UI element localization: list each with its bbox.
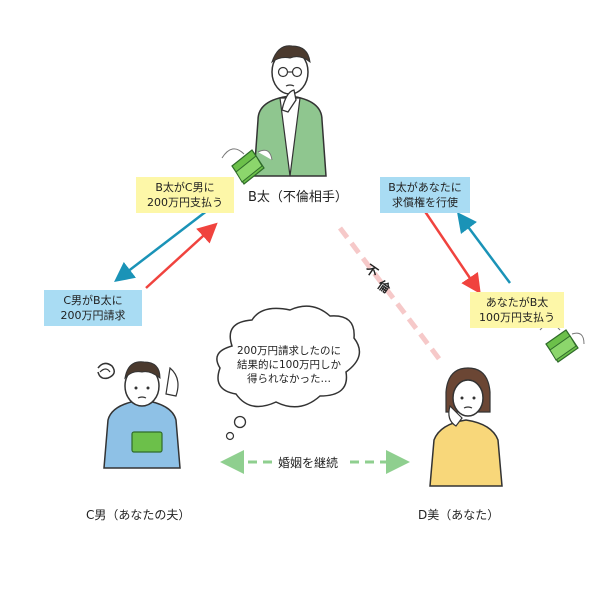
arrow-c-to-b bbox=[145, 222, 218, 289]
person-b-label: B太（不倫相手） bbox=[248, 190, 348, 205]
money-bundle-icon bbox=[221, 148, 273, 185]
box-c-claims-b: C男がB太に 200万円請求 bbox=[44, 290, 142, 326]
thought-line2: 結果的に100万円しか bbox=[236, 359, 342, 371]
box-b-pays-c-line1: B太がC男に bbox=[155, 181, 215, 194]
thought-line1: 200万円請求したのに bbox=[236, 345, 342, 357]
person-b-figure bbox=[253, 45, 327, 177]
box-c-claims-b-line2: 200万円請求 bbox=[60, 309, 126, 322]
affair-line bbox=[338, 226, 442, 362]
box-b-claims-you: B太があなたに 求償権を行使 bbox=[380, 177, 470, 213]
arrow-d-pays-b bbox=[457, 211, 512, 284]
box-you-pay-b: あなたがB太 100万円支払う bbox=[470, 292, 564, 328]
box-b-claims-you-line1: B太があなたに bbox=[388, 181, 462, 194]
box-b-pays-c: B太がC男に 200万円支払う bbox=[136, 177, 234, 213]
person-c-label: C男（あなたの夫） bbox=[86, 508, 191, 522]
person-d-figure bbox=[429, 367, 503, 487]
person-d-label: D美（あなた） bbox=[418, 508, 500, 522]
box-you-pay-b-line2: 100万円支払う bbox=[479, 311, 555, 324]
thought-text: 200万円請求したのに 結果的に100万円しか 得られなかった… bbox=[226, 344, 352, 386]
money-bundle-icon bbox=[539, 323, 585, 363]
person-c-figure bbox=[97, 361, 181, 469]
box-c-claims-b-line1: C男がB太に bbox=[63, 294, 123, 307]
box-you-pay-b-line1: あなたがB太 bbox=[485, 296, 549, 309]
thought-bubble bbox=[216, 305, 361, 441]
box-b-claims-you-line2: 求償権を行使 bbox=[392, 196, 458, 209]
marriage-label: 婚姻を継続 bbox=[276, 454, 341, 471]
arrow-b-to-c bbox=[114, 209, 209, 283]
arrow-b-claims-d bbox=[422, 209, 481, 295]
thought-line3: 得られなかった… bbox=[247, 373, 331, 385]
box-b-pays-c-line2: 200万円支払う bbox=[147, 196, 223, 209]
